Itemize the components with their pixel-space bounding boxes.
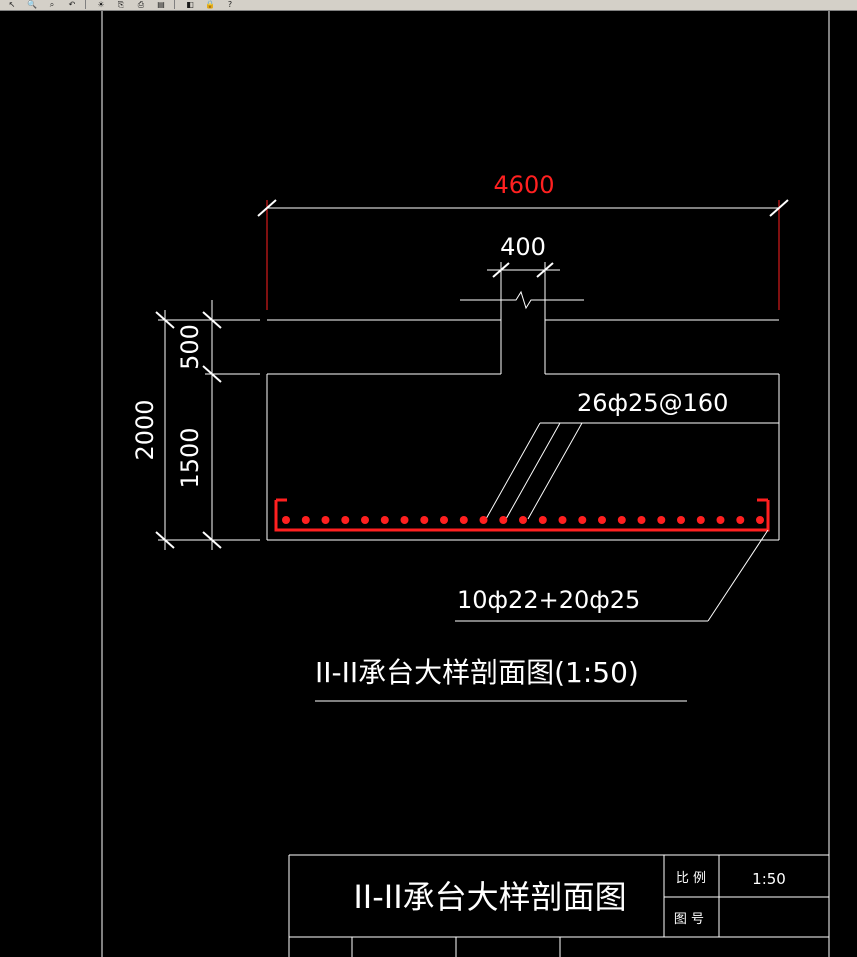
preview-icon[interactable]: ▤ <box>157 0 165 9</box>
dim-overall-width-text: 4600 <box>493 171 554 199</box>
rebar-dot <box>637 516 646 524</box>
rebar-dot <box>400 516 409 524</box>
dimension-overall-width: 4600 <box>257 171 789 310</box>
rebar-dot <box>617 516 626 524</box>
toolbar-separator <box>85 0 86 9</box>
dim-total-height-text: 2000 <box>131 399 159 460</box>
rebar-dot <box>361 516 369 524</box>
section-title-group: II-II承台大样剖面图(1:50) <box>315 656 687 702</box>
rebar-dot <box>479 516 488 524</box>
rebar-dot <box>321 516 330 524</box>
rebar-top-label: 26ф25@160 <box>577 389 728 417</box>
dim-bottom-height-text: 1500 <box>176 427 204 488</box>
rebar-dot <box>756 516 764 524</box>
rebar-dot <box>420 516 429 524</box>
zoom-previous-icon[interactable]: ↶ <box>68 0 76 9</box>
dim-top-height-text: 500 <box>176 324 204 370</box>
zoom-window-icon[interactable]: ⌕ <box>49 0 55 9</box>
left-extension-lines <box>158 319 260 541</box>
rebar-dot <box>716 516 725 524</box>
rebar-dot <box>598 516 606 524</box>
rebar-dot <box>341 516 350 524</box>
rebar-dot <box>696 516 705 524</box>
pan-icon[interactable]: ↖ <box>8 0 16 9</box>
title-block-drawing-no-label: 图 号 <box>674 912 704 927</box>
rebar-dot <box>459 516 468 524</box>
title-block: II-II承台大样剖面图 比 例 1:50 图 号 <box>288 854 829 957</box>
rebar-dot <box>519 516 527 524</box>
title-block-drawing-name: II-II承台大样剖面图 <box>353 878 626 916</box>
cad-toolbar: ↖ 🔍 ⌕ ↶ ☀ ⎘ ⎙ ▤ ◧ 🔒? <box>0 0 857 11</box>
rebar-dot <box>380 516 389 524</box>
rebar-dot <box>301 516 310 524</box>
toolbar-separator <box>174 0 175 9</box>
rebar-dot <box>538 516 547 524</box>
rebar-dot <box>657 516 666 524</box>
dimension-total-height: 2000 <box>131 310 175 550</box>
rebar-top-callout: 26ф25@160 <box>485 389 779 520</box>
rebar-bottom-label: 10ф22+20ф25 <box>457 586 640 614</box>
pile-cap-outline <box>266 300 780 541</box>
layers-icon[interactable]: ◧ <box>186 0 194 9</box>
copy-icon[interactable]: ⎘ <box>117 0 125 9</box>
dim-column-width-text: 400 <box>500 233 546 261</box>
title-block-scale-label: 比 例 <box>676 871 706 886</box>
rebar-dot <box>282 516 290 524</box>
section-title: II-II承台大样剖面图(1:50) <box>315 656 639 689</box>
lock-icon[interactable]: 🔒 <box>205 0 215 9</box>
rebar-dots <box>282 516 764 524</box>
drawing-canvas: 4600 400 2000 <box>101 11 830 957</box>
dimension-column-width: 400 <box>487 233 560 300</box>
rebar-dot <box>499 516 508 524</box>
rebar-bottom-callout: 10ф22+20ф25 <box>455 529 769 622</box>
sun-icon[interactable]: ☀ <box>97 0 105 9</box>
rebar-bottom-bar <box>274 500 770 532</box>
print-icon[interactable]: ⎙ <box>137 0 145 9</box>
rebar-dot <box>736 516 745 524</box>
help-icon[interactable]: ? <box>227 0 233 9</box>
rebar-dot <box>440 516 448 524</box>
dimension-sub-heights: 500 1500 <box>176 300 222 550</box>
rebar-dot <box>558 516 567 524</box>
title-block-scale-value: 1:50 <box>752 870 786 888</box>
rebar-dot <box>578 516 587 524</box>
zoom-realtime-icon[interactable]: 🔍 <box>27 0 37 9</box>
column-break-line <box>460 290 584 310</box>
rebar-cage <box>274 498 770 532</box>
rebar-dot <box>677 516 685 524</box>
